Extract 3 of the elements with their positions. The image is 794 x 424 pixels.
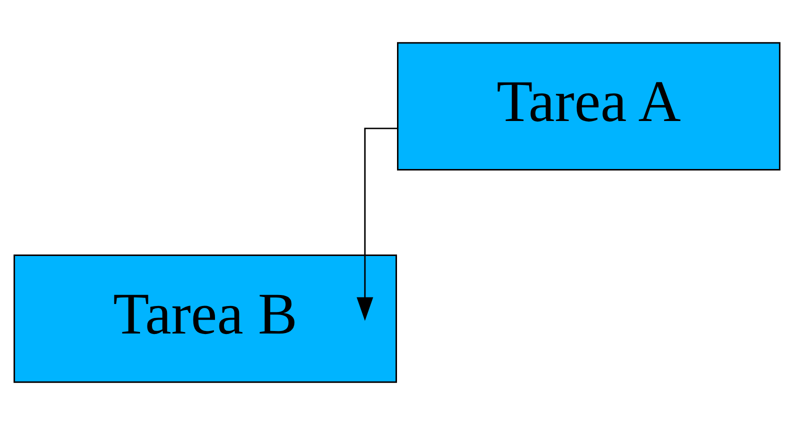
node-box: Tarea A [397, 42, 780, 170]
node-box: Tarea B [14, 254, 397, 382]
arrow [356, 127, 397, 320]
